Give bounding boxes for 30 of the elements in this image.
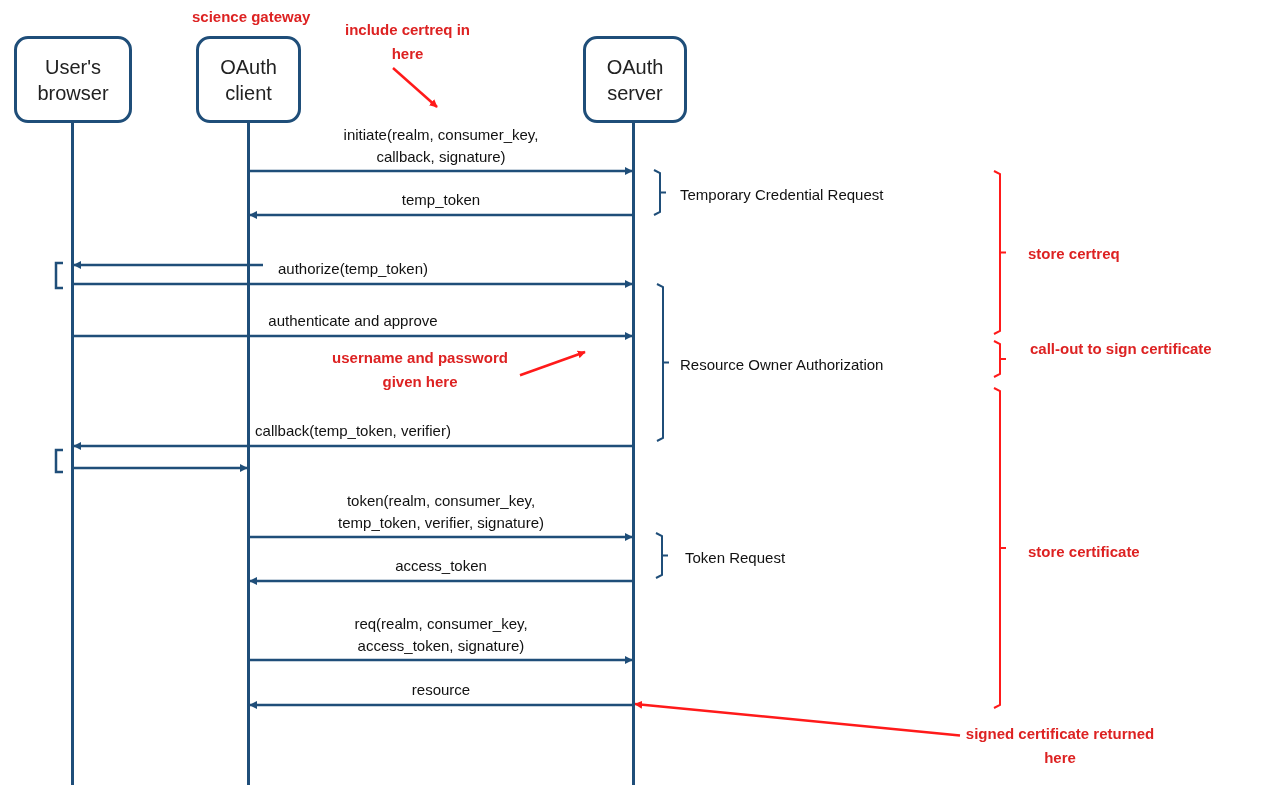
arrow xyxy=(392,67,438,108)
arrow xyxy=(73,442,632,450)
arrow xyxy=(249,577,632,585)
arrow xyxy=(249,701,632,709)
annotation-note: store certreq xyxy=(1028,244,1120,264)
arrow xyxy=(73,261,263,269)
arrow xyxy=(634,700,961,737)
arrow xyxy=(74,464,248,472)
arrow xyxy=(249,211,632,219)
lifeline xyxy=(632,123,635,785)
arrow xyxy=(250,656,633,664)
annotation-note: signed certificate returned here xyxy=(960,720,1160,772)
arrow xyxy=(250,167,633,175)
lifeline xyxy=(247,123,250,785)
lifeline xyxy=(71,123,74,785)
participant-box: OAuth server xyxy=(583,36,687,123)
annotation-note: username and password given here xyxy=(320,344,520,396)
phase-label: Resource Owner Authorization xyxy=(680,355,884,375)
arrow xyxy=(74,280,633,288)
annotation-note: store certificate xyxy=(1028,542,1140,562)
phase-label: Token Request xyxy=(685,548,786,568)
participant-box: User's browser xyxy=(14,36,132,123)
phase-label: Temporary Credential Request xyxy=(680,185,884,205)
arrow xyxy=(74,332,633,340)
annotation-note: call-out to sign certificate xyxy=(1030,339,1213,359)
participant-caption: science gateway xyxy=(192,8,311,25)
participant-box: OAuth client xyxy=(196,36,301,123)
arrow xyxy=(250,533,633,541)
arrow xyxy=(519,350,586,377)
annotation-note: include certreq in here xyxy=(335,16,480,68)
